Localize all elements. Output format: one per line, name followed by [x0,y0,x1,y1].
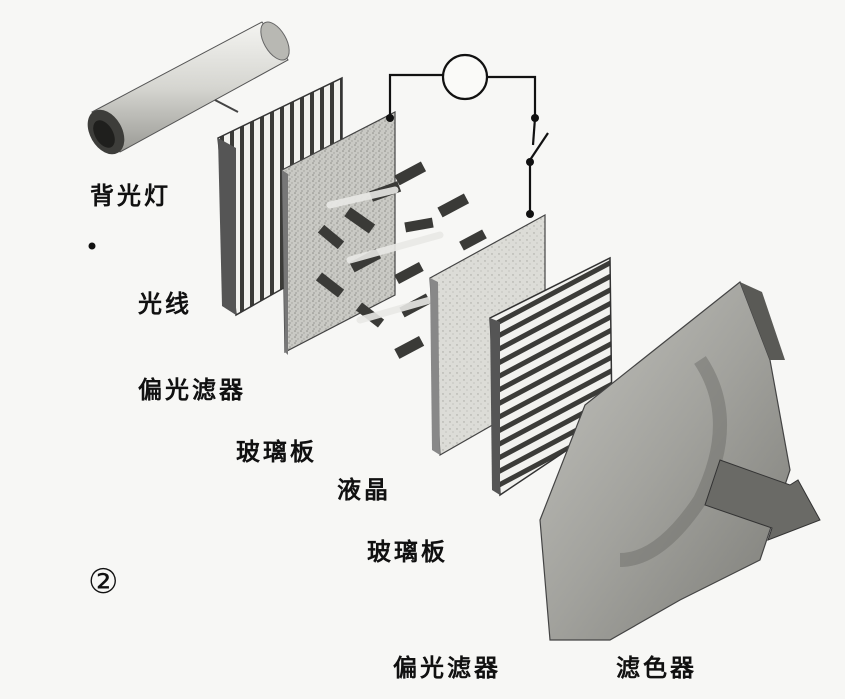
stray-dot [88,242,96,250]
figure-number: ② [88,562,119,602]
switch-pivot [526,158,534,166]
label-liquid-crystal: 液晶 [337,476,391,504]
terminal-bottom [526,210,534,218]
circuit-wires [388,53,549,212]
label-glass-plate-2: 玻璃板 [367,538,448,566]
label-polarizer-front: 偏光滤器 [138,376,246,404]
glass-plate-1-panel [281,111,396,355]
exit-light-arrow [704,459,821,541]
label-polarizer-back: 偏光滤器 [393,654,501,682]
terminal-left [386,114,394,122]
backlight-tube [87,21,290,155]
label-light-rays: 光线 [138,290,192,318]
light-ray-streaks [326,186,444,324]
color-filter-panel [539,281,791,641]
label-glass-plate-1: 玻璃板 [236,438,317,466]
label-color-filter: 滤色器 [616,654,697,682]
label-backlight: 背光灯 [90,182,171,210]
terminal-right [531,114,539,122]
